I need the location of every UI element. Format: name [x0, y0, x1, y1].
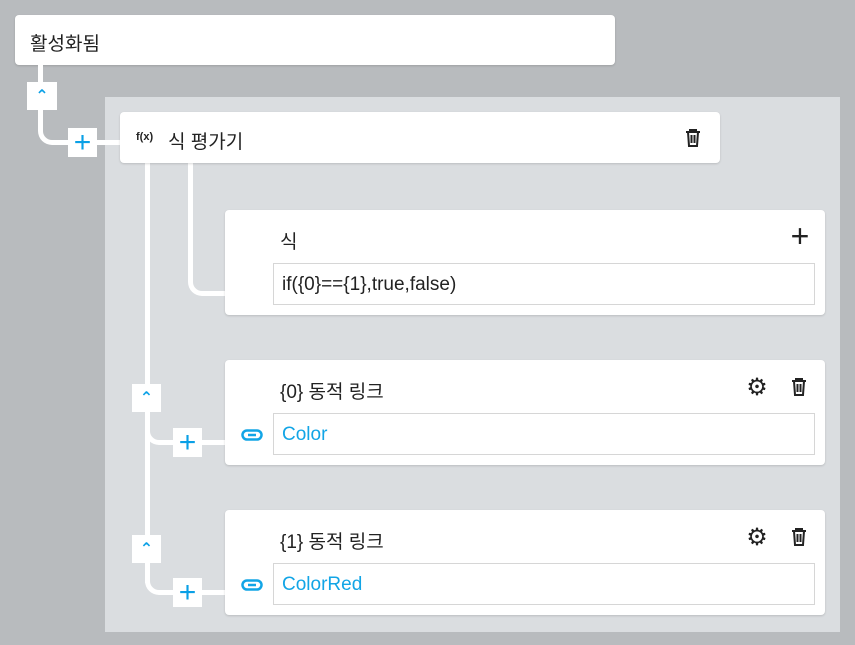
evaluator-title: 식 평가기 — [168, 132, 244, 153]
function-icon: f(x) — [136, 131, 154, 143]
add-button[interactable]: + — [173, 576, 202, 609]
trash-icon[interactable] — [683, 127, 703, 149]
add-button[interactable]: + — [68, 126, 97, 159]
collapse-button[interactable]: ⌃ — [27, 82, 57, 110]
gear-icon[interactable]: ⚙ — [746, 373, 768, 401]
expression-card: 식 + if({0}=={1},true,false) — [225, 210, 825, 315]
expression-input[interactable]: if({0}=={1},true,false) — [273, 263, 815, 305]
connector — [188, 163, 225, 296]
expression-label: 식 — [280, 232, 298, 253]
activated-card: 활성화됨 — [15, 15, 615, 65]
gear-icon[interactable]: ⚙ — [746, 523, 768, 551]
evaluator-card: f(x) 식 평가기 — [120, 112, 720, 163]
activated-title: 활성화됨 — [30, 34, 100, 55]
link-title: {0} 동적 링크 — [280, 382, 384, 403]
link-icon — [240, 575, 264, 595]
dynamic-link-card: {1} 동적 링크 ⚙ ColorRed — [225, 510, 825, 615]
connector — [145, 163, 150, 583]
link-title: {1} 동적 링크 — [280, 532, 384, 553]
link-input[interactable]: ColorRed — [273, 563, 815, 605]
link-input[interactable]: Color — [273, 413, 815, 455]
add-icon[interactable]: + — [790, 217, 810, 254]
collapse-button[interactable]: ⌃ — [132, 384, 161, 412]
trash-icon[interactable] — [789, 526, 809, 548]
dynamic-link-card: {0} 동적 링크 ⚙ Color — [225, 360, 825, 465]
collapse-button[interactable]: ⌃ — [132, 535, 161, 563]
trash-icon[interactable] — [789, 376, 809, 398]
link-icon — [240, 425, 264, 445]
add-button[interactable]: + — [173, 426, 202, 459]
